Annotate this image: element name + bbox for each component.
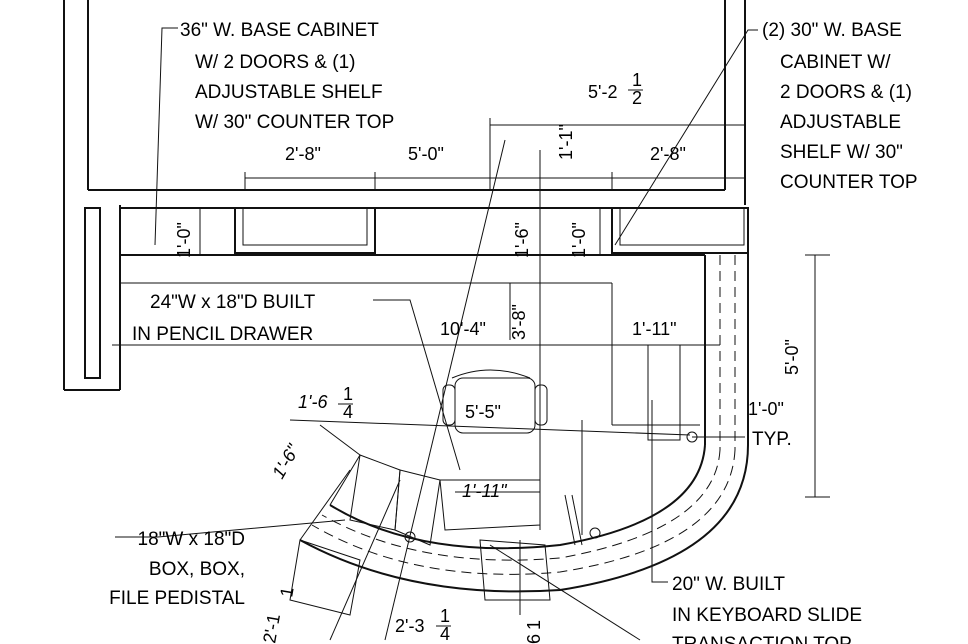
note-line: IN PENCIL DRAWER — [132, 324, 313, 345]
wall-outlines — [63, 0, 746, 391]
note-line: 24"W x 18"D BUILT — [150, 292, 316, 313]
dim-label: 5'-2 — [588, 82, 617, 102]
dim-label: 1'-0" — [174, 222, 194, 258]
dimension-labels: 2'-8" 5'-0" 2'-8" 5'-2 1 2 1'-1" 1'-0" 1… — [174, 70, 802, 644]
dim-1-6-quarter: 1'-6 1 4 — [298, 384, 353, 422]
dim-2-1-half: 2'-1 1 — [259, 585, 297, 644]
note-line: ADJUSTABLE SHELF — [195, 82, 383, 103]
note-line: 36" W. BASE CABINET — [180, 20, 379, 41]
note-line: SHELF W/ 30" — [780, 142, 903, 163]
note-line: CABINET W/ — [780, 52, 891, 73]
note-line: 2 DOORS & (1) — [780, 82, 912, 103]
note-line: W/ 2 DOORS & (1) — [195, 52, 355, 73]
note-file-pedestal: 18"W x 18"D BOX, BOX, FILE PEDISTAL — [109, 529, 245, 609]
pedestal-shapes — [289, 454, 551, 616]
desk-outline — [120, 255, 736, 535]
note-line: (2) 30" W. BASE — [762, 20, 902, 41]
leader-lines — [115, 27, 758, 641]
dim-label: 2'-8" — [650, 144, 686, 164]
note-line: ADJUSTABLE — [780, 112, 901, 133]
dim-label: 1'-11" — [632, 319, 677, 339]
curved-transaction-top — [289, 419, 749, 593]
note-line: 18"W x 18"D — [138, 529, 245, 550]
dim-label: 5'-5" — [465, 402, 501, 422]
note-base-cabinet-30: (2) 30" W. BASE CABINET W/ 2 DOORS & (1)… — [762, 20, 918, 193]
dim-2-3-quarter: 2'-3 1 4 — [395, 606, 451, 644]
dim-label: 3'-8" — [509, 304, 529, 340]
dim-label: 1'-0" — [748, 399, 784, 419]
dim-label: 1'-1" — [556, 124, 576, 160]
note-line: BOX, BOX, — [149, 559, 245, 580]
dim-label: 2'-8" — [285, 144, 321, 164]
dim-label: 1'-6 — [298, 392, 328, 412]
note-line: FILE PEDISTAL — [109, 588, 245, 609]
dim-label: 2'-3 — [395, 616, 424, 636]
dim-label: 5'-0" — [408, 144, 444, 164]
dim-5-2-half: 5'-2 1 2 — [588, 70, 643, 108]
note-line: 20" W. BUILT — [672, 574, 785, 595]
counter-top — [120, 207, 749, 445]
dim-label: 1'-6" — [512, 222, 532, 258]
fraction-denominator: 4 — [343, 402, 353, 422]
dimension-lines — [112, 118, 830, 615]
dim-label: 2'-1 — [259, 612, 284, 644]
fraction-numerator: 1 — [343, 384, 353, 404]
note-keyboard-slide: 20" W. BUILT IN KEYBOARD SLIDE — [672, 574, 862, 626]
fraction-numerator: 1 — [276, 585, 297, 598]
dim-label: 1'-6" — [268, 440, 304, 482]
note-transaction-top: TRANSACTION TOP — [672, 634, 852, 644]
chair-symbol — [442, 369, 548, 434]
fraction-numerator: 1 — [632, 70, 642, 90]
fraction-denominator: 2 — [632, 88, 642, 108]
dim-label: 5'-0" — [782, 339, 802, 375]
note-base-cabinet-36: 36" W. BASE CABINET W/ 2 DOORS & (1) ADJ… — [180, 20, 394, 133]
dim-label: 1'-0" — [569, 222, 589, 258]
note-line: COUNTER TOP — [780, 172, 918, 193]
fraction-numerator: 1 — [524, 620, 544, 630]
note-typ: TYP. — [752, 429, 792, 450]
fraction-numerator: 1 — [440, 606, 450, 626]
dim-label: 10'-4" — [440, 319, 486, 339]
dim-label: 6 — [524, 634, 544, 644]
note-line: W/ 30" COUNTER TOP — [195, 112, 394, 133]
fraction-denominator: 4 — [440, 624, 450, 644]
note-line: IN KEYBOARD SLIDE — [672, 605, 862, 626]
note-pencil-drawer: 24"W x 18"D BUILT IN PENCIL DRAWER — [132, 292, 316, 345]
dim-label: 1'-11" — [462, 481, 508, 501]
dim-6-quarter: 6 1 — [524, 620, 544, 644]
